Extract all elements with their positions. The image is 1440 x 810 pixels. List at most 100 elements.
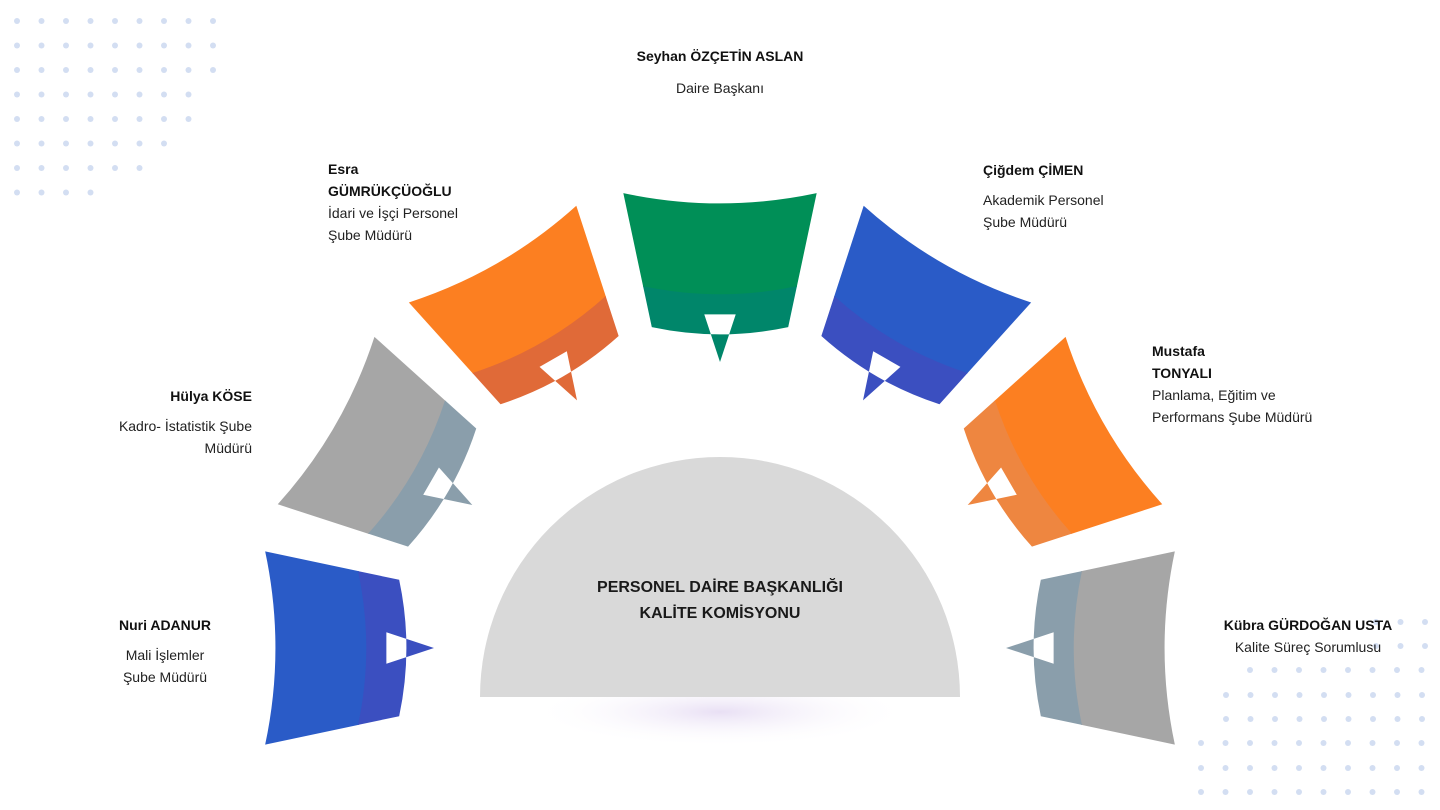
dot — [210, 67, 216, 73]
dot — [112, 140, 118, 147]
dot — [1296, 789, 1302, 795]
dot — [14, 67, 20, 73]
dot — [1320, 740, 1327, 746]
dot — [87, 140, 94, 147]
dot — [1418, 765, 1425, 771]
dot — [1419, 716, 1425, 722]
center-title-line1: PERSONEL DAİRE BAŞKANLIĞI — [597, 579, 843, 596]
dot — [87, 18, 94, 24]
dot — [1345, 692, 1352, 698]
center-title: PERSONEL DAİRE BAŞKANLIĞI KALİTE KOMİSYO… — [480, 575, 960, 627]
member-label-kubra: Kübra GÜRDOĞAN USTA Kalite Süreç Sorumlu… — [1208, 614, 1408, 658]
dot — [1418, 789, 1425, 795]
dot — [1369, 667, 1376, 673]
member-name: Kübra GÜRDOĞAN USTA — [1223, 617, 1393, 633]
segment-outer — [994, 336, 1163, 534]
dot — [1222, 740, 1229, 746]
member-name: Esra — [328, 161, 359, 177]
member-role: Daire Başkanı — [676, 80, 764, 96]
dot — [63, 42, 69, 49]
dot — [136, 42, 143, 49]
dot — [1296, 667, 1302, 673]
dot — [1272, 716, 1278, 722]
dot — [87, 67, 94, 73]
segment-pointer — [472, 296, 619, 405]
dot — [63, 189, 69, 196]
dot — [112, 116, 118, 122]
dot — [185, 42, 192, 49]
dot — [185, 67, 192, 73]
dot — [112, 91, 118, 98]
dot — [1198, 740, 1204, 746]
dot — [1397, 619, 1404, 625]
center-title-line2: KALİTE KOMİSYONU — [639, 605, 801, 622]
dot — [1247, 667, 1253, 673]
member-role: Şube Müdürü — [983, 214, 1068, 230]
dot — [1198, 765, 1204, 771]
dot — [136, 140, 143, 147]
dot — [1345, 740, 1351, 746]
dot — [14, 18, 20, 24]
dot — [38, 116, 45, 122]
dot — [1345, 716, 1352, 722]
dot-pattern — [14, 18, 1428, 795]
dot — [87, 91, 94, 98]
dot — [1222, 789, 1229, 795]
dot — [1394, 765, 1400, 771]
dot — [1320, 667, 1327, 673]
dot — [1394, 789, 1400, 795]
dot — [210, 18, 216, 24]
dot — [1422, 643, 1428, 649]
member-name: GÜMRÜKÇÜOĞLU — [328, 183, 452, 199]
dot — [1247, 716, 1254, 722]
dot — [38, 42, 45, 49]
dot — [1370, 692, 1376, 698]
segment-pointer — [358, 571, 434, 725]
member-segment — [265, 551, 434, 745]
segment-outer — [408, 205, 606, 374]
dot — [161, 91, 167, 98]
segment-pointer — [368, 400, 477, 547]
segment-outer — [623, 193, 817, 296]
member-role: Şube Müdürü — [328, 227, 413, 243]
dot — [112, 18, 118, 24]
dot — [1223, 716, 1229, 722]
member-name: TONYALI — [1152, 365, 1212, 381]
member-label-seyhan: Seyhan ÖZÇETİN ASLAN Daire Başkanı — [570, 45, 870, 99]
dot — [1345, 789, 1351, 795]
dot — [136, 91, 143, 98]
dot — [1247, 740, 1253, 746]
member-role: İdari ve İşçi Personel — [328, 205, 458, 221]
member-segment — [623, 193, 817, 362]
dot — [185, 116, 192, 122]
member-role: Mali İşlemler — [125, 647, 205, 663]
dot — [1320, 765, 1327, 771]
dot — [112, 42, 118, 49]
dot — [1296, 765, 1302, 771]
segment-pointer — [1006, 571, 1082, 725]
dot — [63, 67, 69, 73]
member-segment — [963, 336, 1163, 547]
segment-outer — [265, 551, 368, 745]
dot — [1373, 619, 1379, 625]
dot — [161, 42, 167, 49]
dot — [1271, 765, 1278, 771]
dot — [1370, 716, 1376, 722]
dot — [1369, 765, 1376, 771]
dot — [63, 91, 69, 98]
segment-pointer — [821, 296, 968, 405]
dot — [1223, 692, 1229, 698]
dot — [112, 67, 118, 73]
dot — [1394, 740, 1400, 746]
dot — [1394, 667, 1400, 673]
member-role: Akademik Personel — [983, 192, 1104, 208]
member-segment — [1006, 551, 1175, 745]
dot — [185, 18, 192, 24]
dot — [63, 165, 69, 171]
dot — [63, 140, 69, 147]
dot — [136, 18, 143, 24]
dot — [38, 165, 45, 171]
dot — [1418, 667, 1425, 673]
member-name: Mustafa — [1152, 343, 1205, 359]
dot — [38, 91, 45, 98]
